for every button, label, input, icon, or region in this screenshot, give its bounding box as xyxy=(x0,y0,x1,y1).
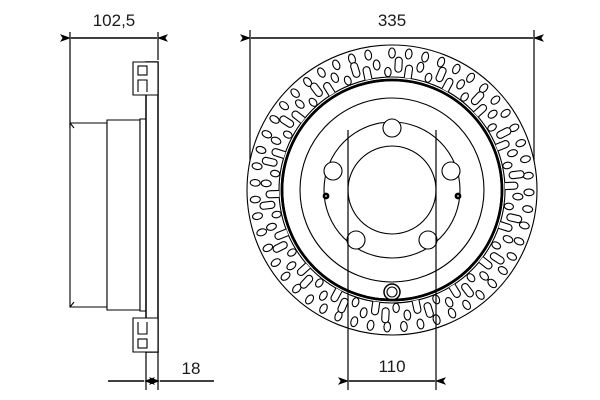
transition-band xyxy=(139,118,147,312)
bolt-hole-5 xyxy=(323,161,343,181)
bolt-hole-2 xyxy=(441,161,461,181)
slot-ring-outer xyxy=(249,47,535,333)
flange-bottom-cutout-upper xyxy=(137,322,148,335)
flange-top-cutout-lower xyxy=(137,79,148,92)
bolt-hole-3 xyxy=(418,230,438,250)
hat-body-inner xyxy=(106,119,141,311)
hat-body-outer xyxy=(69,122,108,308)
flange-bottom-cutout-lower xyxy=(137,338,148,349)
pin-hole-group xyxy=(322,192,462,200)
bolt-hole-4 xyxy=(346,230,366,250)
friction-ring-body xyxy=(145,61,159,353)
centre-bore-circle xyxy=(347,145,437,235)
flange-top xyxy=(132,61,159,96)
hat-outer-circle xyxy=(299,97,485,283)
threaded-hole-inner xyxy=(386,286,398,298)
side-section-view: 102,5 xyxy=(60,11,214,390)
front-face-view: 335 xyxy=(240,11,544,390)
pin-hole-left-centre xyxy=(324,194,328,198)
bolt-hole-1 xyxy=(382,118,402,138)
flange-top-cutout-upper xyxy=(137,65,148,76)
threaded-hole xyxy=(383,283,401,301)
disc-body-section xyxy=(69,118,147,312)
friction-ring-inner-edge-overlay xyxy=(280,78,504,302)
pin-hole-right-centre xyxy=(456,194,460,198)
bolt-hole-group xyxy=(323,118,461,250)
dim-label-overall-width: 102,5 xyxy=(93,11,136,30)
dim-label-centre-bore: 110 xyxy=(378,357,405,376)
dim-label-outer-diameter: 335 xyxy=(378,11,406,30)
slot-ring-middle xyxy=(259,56,525,324)
friction-ring-section xyxy=(145,61,159,353)
left-edge-notch-top xyxy=(69,122,75,129)
flange-bottom xyxy=(132,317,159,353)
dim-label-thickness: 18 xyxy=(182,359,201,378)
disc-face xyxy=(246,44,538,336)
left-edge-notch-bottom xyxy=(69,301,75,308)
